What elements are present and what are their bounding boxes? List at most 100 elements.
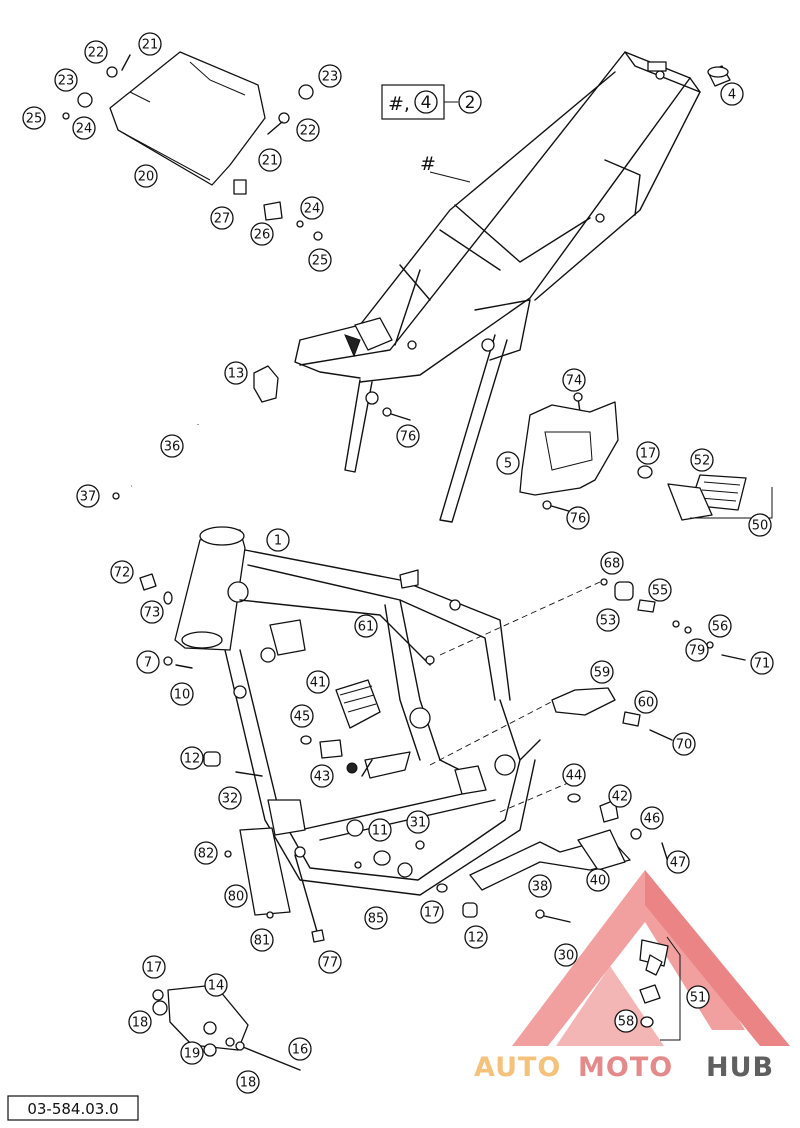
callout-number: 41 xyxy=(310,676,327,691)
callout-circle xyxy=(368,818,392,842)
callout-circle xyxy=(364,906,388,930)
callout-layer: 2122232524202726242523222141336377674576… xyxy=(22,32,774,1094)
callout-21: 21 xyxy=(258,148,282,172)
callout-31: 31 xyxy=(406,810,430,834)
callout-circle xyxy=(84,40,108,64)
callout-number: 44 xyxy=(566,769,583,784)
callout-74: 74 xyxy=(562,368,586,392)
callout-70: 70 xyxy=(672,732,696,756)
callout-number: 17 xyxy=(640,447,657,462)
callout-number: 53 xyxy=(600,614,617,629)
callout-circle xyxy=(566,506,590,530)
frame-fittings xyxy=(139,573,746,943)
callout-72: 72 xyxy=(110,560,134,584)
callout-number: 30 xyxy=(558,949,575,964)
callout-number: 55 xyxy=(652,584,669,599)
callout-24: 24 xyxy=(72,116,96,140)
callout-5: 5 xyxy=(496,451,520,475)
callout-circle xyxy=(250,222,274,246)
callout-circle xyxy=(138,32,162,56)
callout-number: 17 xyxy=(146,961,163,976)
callout-10: 10 xyxy=(170,682,194,706)
callout-13: 13 xyxy=(224,361,248,385)
reference-number: 4 xyxy=(421,93,432,113)
callout-number: 7 xyxy=(144,656,152,671)
callout-number: 38 xyxy=(532,880,549,895)
reference-symbol: #, xyxy=(388,93,410,115)
callout-circle xyxy=(22,106,46,130)
callout-circle xyxy=(590,660,614,684)
callout-17: 17 xyxy=(142,955,166,979)
callout-number: 42 xyxy=(612,790,629,805)
callout-number: 40 xyxy=(590,874,607,889)
callout-number: 77 xyxy=(322,956,339,971)
callout-number: 18 xyxy=(132,1016,149,1031)
callout-12: 12 xyxy=(180,746,204,770)
callout-number: 50 xyxy=(752,519,769,534)
watermark-part-b: MOTO xyxy=(578,1052,673,1083)
callout-circle xyxy=(420,900,444,924)
callout-circle xyxy=(608,784,632,808)
callout-number: 19 xyxy=(184,1047,201,1062)
callout-38: 38 xyxy=(528,874,552,898)
callout-circle xyxy=(354,614,378,638)
callout-number: 11 xyxy=(372,824,389,839)
callout-circle xyxy=(464,925,488,949)
callout-27: 27 xyxy=(210,206,234,230)
callout-circle xyxy=(586,868,610,892)
callout-number: 27 xyxy=(214,212,231,227)
callout-76: 76 xyxy=(396,424,420,448)
callout-32: 32 xyxy=(218,786,242,810)
callout-circle xyxy=(258,148,282,172)
part-code-box: 03-584.03.0 xyxy=(7,1095,139,1121)
footrest-bracket-plate xyxy=(519,401,619,496)
skid-plate-part xyxy=(62,51,323,241)
callout-17: 17 xyxy=(636,441,660,465)
callout-circle xyxy=(204,973,228,997)
callout-number: 58 xyxy=(618,1015,635,1030)
callout-number: 26 xyxy=(254,228,271,243)
callout-number: 72 xyxy=(114,566,131,581)
callout-number: 36 xyxy=(164,440,181,455)
callout-25: 25 xyxy=(308,248,332,272)
callout-85: 85 xyxy=(364,906,388,930)
callout-circle xyxy=(666,850,690,874)
callout-circle xyxy=(236,1070,260,1094)
reference-box: #, 4 2 xyxy=(381,84,482,120)
callout-circle xyxy=(140,600,164,624)
callout-number: 79 xyxy=(689,644,706,659)
callout-number: 31 xyxy=(410,816,427,831)
callout-circle xyxy=(685,638,709,662)
main-frame xyxy=(174,526,541,896)
callout-number: 46 xyxy=(644,812,661,827)
callout-circle xyxy=(110,560,134,584)
callout-number: 24 xyxy=(304,202,321,217)
callout-number: 73 xyxy=(144,606,161,621)
callout-61: 61 xyxy=(354,614,378,638)
callout-26: 26 xyxy=(250,222,274,246)
callout-73: 73 xyxy=(140,600,164,624)
callout-56: 56 xyxy=(708,614,732,638)
rear-subframe xyxy=(294,51,701,523)
callout-number: 1 xyxy=(274,534,282,549)
callout-24: 24 xyxy=(300,196,324,220)
callout-52: 52 xyxy=(690,448,714,472)
rubber-pad-part xyxy=(253,365,279,403)
callout-number: 80 xyxy=(228,890,245,905)
callout-circle xyxy=(72,116,96,140)
callout-number: 14 xyxy=(208,979,225,994)
breather-hose-part xyxy=(112,424,201,500)
callout-number: 16 xyxy=(292,1043,309,1058)
callout-47: 47 xyxy=(666,850,690,874)
callout-37: 37 xyxy=(76,484,100,508)
callout-80: 80 xyxy=(224,884,248,908)
assembly-guide-lines xyxy=(429,581,601,813)
callout-number: 85 xyxy=(368,912,385,927)
callout-30: 30 xyxy=(554,943,578,967)
callout-45: 45 xyxy=(290,704,314,728)
callout-circle xyxy=(554,943,578,967)
callout-circle xyxy=(306,670,330,694)
callout-79: 79 xyxy=(685,638,709,662)
callout-44: 44 xyxy=(562,763,586,787)
callout-circle xyxy=(54,68,78,92)
